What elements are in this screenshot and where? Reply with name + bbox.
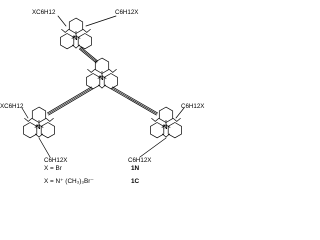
core-1-methyl-2b <box>101 84 106 89</box>
nitrogen-label-top: N <box>73 35 78 42</box>
linker-left-b <box>48 88 93 116</box>
linker-right-a <box>111 88 157 116</box>
linker-left-a <box>47 86 92 114</box>
core-1-methyl-2a <box>98 84 103 89</box>
core-1-methyl-1a <box>108 69 114 73</box>
core-2-n-bond-2 <box>38 124 44 128</box>
core-3-methyl-2b <box>165 133 170 138</box>
core-0-ring-1 <box>60 33 75 50</box>
core-3-methyl-0b <box>154 118 160 122</box>
core-2-ring-2 <box>40 122 55 139</box>
core-1-n-bond-1 <box>97 75 103 79</box>
core-1-ring-1 <box>86 73 101 90</box>
core-1-ring-2 <box>103 73 118 90</box>
core-3-n-bond-1 <box>161 124 167 128</box>
core-1-methyl-0b <box>90 69 96 73</box>
core-1-methyl-0a <box>87 69 92 73</box>
legend-compound-1: 1N <box>131 165 140 172</box>
substituent-label-bottom-left: C6H12X <box>44 157 68 164</box>
core-3-ring-1 <box>150 122 165 139</box>
core-0-ring-2 <box>77 33 92 50</box>
linker-left-mid <box>47 87 93 115</box>
nitrogen-label-left: N <box>36 124 41 131</box>
linker-right-mid <box>111 87 158 115</box>
linker-right-b <box>112 86 158 114</box>
substituent-label-mid-left: XC6H12 <box>0 103 24 110</box>
core-2-methyl-1b <box>49 118 54 122</box>
core-2-methyl-1a <box>45 118 51 122</box>
chain-bottom-left <box>38 137 51 158</box>
core-1-n-bond-2 <box>101 75 107 79</box>
chain-top-left <box>57 15 67 27</box>
core-3-methyl-2a <box>162 133 167 138</box>
molecule-structure-diagram <box>21 15 185 158</box>
core-0-n-bond-1 <box>71 35 77 39</box>
legend-row-2: X = N⁺ (CH₃)₃Br⁻ <box>44 178 94 186</box>
core-3-methyl-1a <box>172 118 178 122</box>
legend-compound-2: 1C <box>131 178 140 185</box>
core-0-methyl-1a <box>82 29 88 33</box>
linker-top-b <box>80 46 99 62</box>
core-2-ring-1 <box>23 122 38 139</box>
core-1-methyl-1b <box>112 69 117 73</box>
core-0-methyl-0b <box>64 29 70 33</box>
core-3-ring-2 <box>167 122 182 139</box>
core-3-methyl-1b <box>176 118 181 122</box>
substituent-label-top-left: XC6H12 <box>32 9 56 16</box>
nitrogen-label-center: N <box>99 75 104 82</box>
core-0-methyl-2b <box>75 44 80 49</box>
linker-top-mid <box>79 47 98 63</box>
core-2-methyl-2a <box>35 133 40 138</box>
legend-row-1: X = Br <box>44 165 62 173</box>
core-0-n-bond-2 <box>75 35 81 39</box>
legend-definition-1: X = Br <box>44 165 62 172</box>
core-2-methyl-0a <box>24 118 29 122</box>
substituent-label-mid-right: C6H12X <box>181 103 205 110</box>
core-0-methyl-2a <box>72 44 77 49</box>
nitrogen-label-right: N <box>163 124 168 131</box>
core-0-methyl-0a <box>61 29 66 33</box>
core-2-n-bond-1 <box>34 124 40 128</box>
core-0-methyl-1b <box>86 29 91 33</box>
legend-definition-2: X = N⁺ (CH₃)₃Br⁻ <box>44 178 94 185</box>
chain-mid-left <box>21 107 29 119</box>
chain-bottom-right <box>139 137 167 158</box>
core-3-methyl-0a <box>151 118 156 122</box>
substituent-label-bottom-right: C6H12X <box>128 157 152 164</box>
chain-top-right <box>85 15 117 27</box>
core-3-n-bond-2 <box>165 124 171 128</box>
substituent-label-top-right: C6H12X <box>115 9 139 16</box>
core-2-methyl-0b <box>27 118 33 122</box>
chain-mid-right <box>175 107 185 119</box>
core-2-methyl-2b <box>38 133 43 138</box>
linker-top-a <box>78 48 97 64</box>
